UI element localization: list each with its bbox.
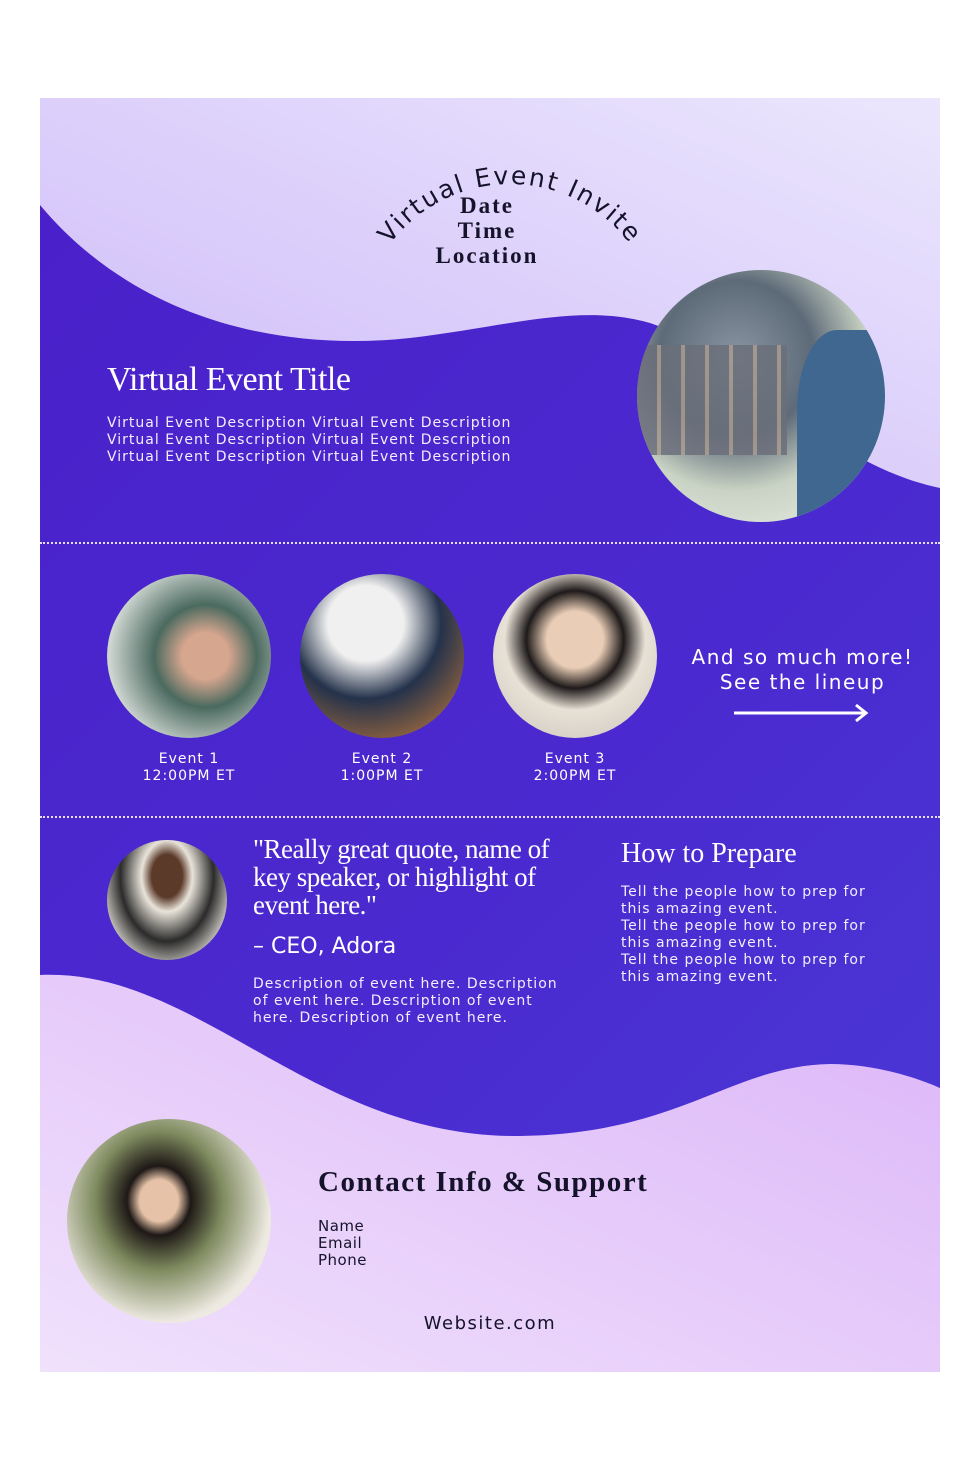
- website-link[interactable]: Website.com: [423, 1313, 557, 1334]
- event-2-photo: [300, 574, 464, 738]
- more-text: And so much more!: [691, 645, 914, 669]
- prepare-instructions: Tell the people how to prep for this ama…: [621, 884, 886, 986]
- background-waves: [40, 98, 940, 1372]
- quote-description: Description of event here. Description o…: [253, 976, 558, 1026]
- event-name: Event 3: [544, 751, 606, 767]
- contact-details: Name Email Phone: [318, 1218, 367, 1269]
- event-title: Virtual Event Title: [107, 361, 351, 398]
- event-date: Date: [460, 193, 514, 218]
- contact-phone: Phone: [318, 1251, 367, 1269]
- event-time: 12:00PM ET: [142, 768, 236, 784]
- event-3-photo: [493, 574, 657, 738]
- video-conference-photo: [637, 270, 885, 522]
- description-line: Virtual Event Description Virtual Event …: [107, 415, 512, 431]
- speaker-photo: [107, 840, 227, 960]
- contact-name: Name: [318, 1217, 365, 1235]
- event-time: 2:00PM ET: [533, 768, 617, 784]
- bottom-wave: [40, 974, 940, 1372]
- divider-bottom: [40, 816, 940, 818]
- event-details: Date Time Location: [387, 193, 587, 268]
- top-wave: [40, 98, 940, 488]
- event-time: Time: [457, 218, 517, 243]
- event-name: Event 1: [158, 751, 220, 767]
- see-lineup-text: See the lineup: [719, 670, 886, 694]
- divider-top: [40, 542, 940, 544]
- event-name: Event 2: [351, 751, 413, 767]
- event-description: Virtual Event Description Virtual Event …: [107, 415, 511, 466]
- event-flyer: Virtual Event Invite Date Time Location …: [40, 98, 940, 1372]
- event-1-label: Event 1 12:00PM ET: [109, 751, 269, 785]
- person-silhouette: [797, 330, 885, 522]
- event-time: 1:00PM ET: [340, 768, 424, 784]
- see-lineup-link[interactable]: And so much more! See the lineup: [680, 645, 925, 695]
- contact-photo: [67, 1119, 271, 1323]
- prepare-line: Tell the people how to prep for this ama…: [621, 918, 866, 951]
- event-1-photo: [107, 574, 271, 738]
- prepare-line: Tell the people how to prep for this ama…: [621, 884, 866, 917]
- speaker-quote: "Really great quote, name of key speaker…: [253, 834, 550, 920]
- monitor-grid: [637, 345, 787, 455]
- event-location: Location: [435, 243, 539, 268]
- prepare-title: How to Prepare: [621, 838, 797, 869]
- arrow-right-icon[interactable]: [730, 702, 875, 724]
- event-3-label: Event 3 2:00PM ET: [495, 751, 655, 785]
- event-2-label: Event 2 1:00PM ET: [302, 751, 462, 785]
- contact-email: Email: [318, 1234, 363, 1252]
- description-line: Virtual Event Description Virtual Event …: [107, 449, 512, 465]
- curved-invite-heading: Virtual Event Invite: [372, 161, 646, 248]
- description-line: Virtual Event Description Virtual Event …: [107, 432, 512, 448]
- contact-title: Contact Info & Support: [318, 1166, 649, 1198]
- quote-attribution: – CEO, Adora: [253, 934, 397, 959]
- prepare-line: Tell the people how to prep for this ama…: [621, 952, 866, 985]
